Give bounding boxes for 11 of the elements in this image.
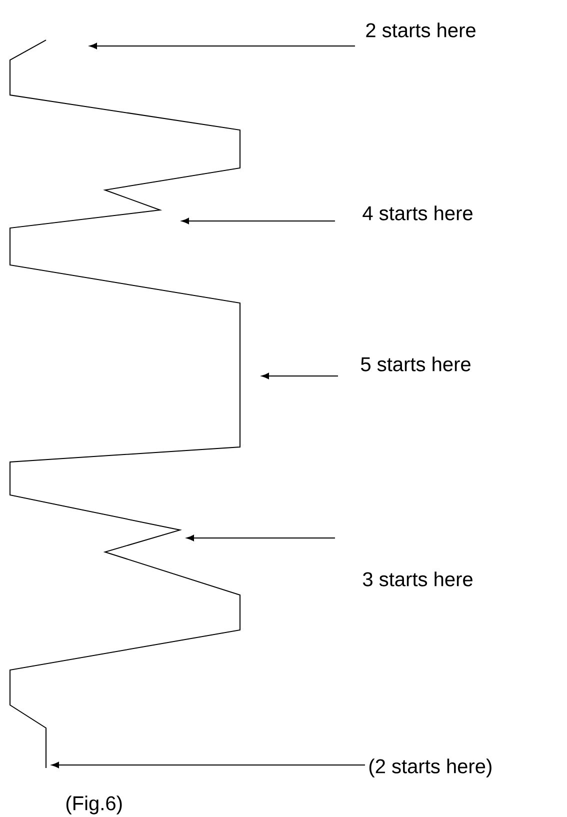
annotation-text: 4 starts here <box>362 206 472 220</box>
leader-arrow <box>262 372 338 380</box>
figure-caption: (Fig.6) <box>66 796 122 814</box>
annotation-text: 2 starts here <box>366 22 476 38</box>
annotation-text: 3 starts here <box>362 572 472 586</box>
leader-arrow <box>182 218 336 224</box>
leader-arrow <box>90 42 356 50</box>
leader-arrow <box>186 534 336 542</box>
annotation-text: 5 starts here <box>361 356 470 372</box>
leader-arrow <box>52 762 366 768</box>
annotation-text: (2 starts here) <box>369 758 492 778</box>
